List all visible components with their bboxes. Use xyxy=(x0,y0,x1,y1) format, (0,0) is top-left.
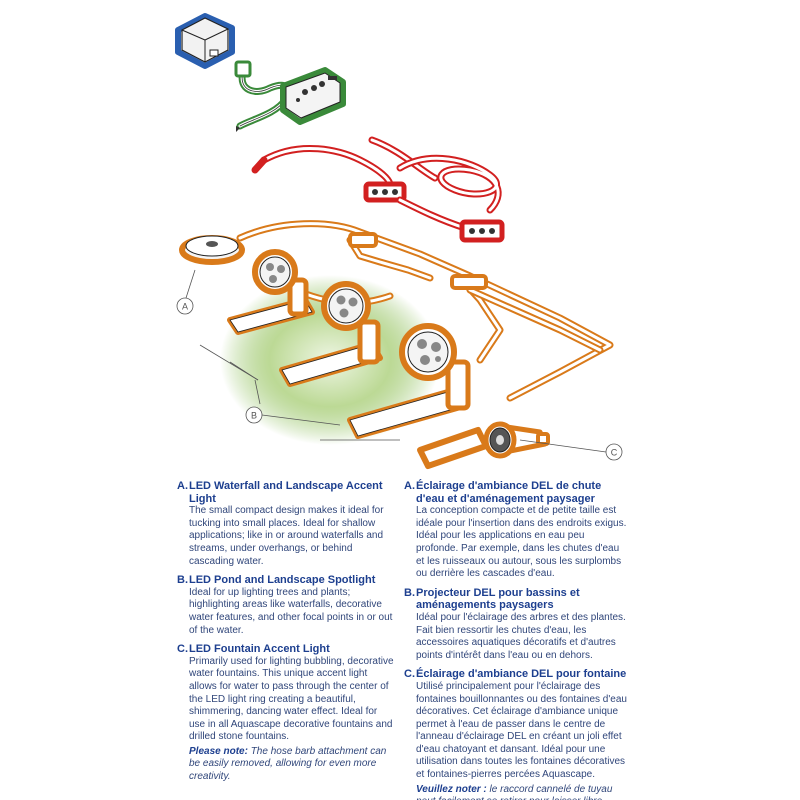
callout-c-label: C xyxy=(611,448,618,458)
en-heading-c: C. LED Fountain Accent Light xyxy=(177,643,395,656)
fr-body-b: Idéal pour l'éclairage des arbres et des… xyxy=(416,611,626,661)
fr-letter-a: A. xyxy=(404,480,415,492)
en-heading-b: B. LED Pond and Landscape Spotlight xyxy=(177,574,395,587)
cable-connectors xyxy=(348,232,488,290)
fr-title-b: Projecteur DEL pour bassins et aménageme… xyxy=(416,586,580,612)
fr-heading-a: A. Éclairage d'ambiance DEL de chute d'e… xyxy=(404,480,629,505)
callout-a: A xyxy=(176,269,196,315)
fr-body-a: La conception compacte et de petite tail… xyxy=(416,505,627,580)
fr-body-c: Utilisé principalement pour l'éclairage … xyxy=(416,680,627,781)
fr-section-c: C. Éclairage d'ambiance DEL pour fontain… xyxy=(404,668,629,800)
en-section-a: A. LED Waterfall and Landscape Accent Li… xyxy=(177,480,395,568)
fr-letter-b: B. xyxy=(404,586,415,599)
en-note-label: Please note: xyxy=(189,745,248,757)
fr-note: Veuillez noter : le raccord cannelé de t… xyxy=(416,784,629,800)
lighting-kit-diagram: A B C xyxy=(175,13,623,469)
callout-b-label: B xyxy=(251,411,257,421)
photocell-timer xyxy=(234,60,346,132)
en-note: Please note: The hose barb attachment ca… xyxy=(189,746,395,784)
en-letter-b: B. xyxy=(177,574,188,587)
fr-section-b: B. Projecteur DEL pour bassins et aménag… xyxy=(404,587,629,663)
en-section-b: B. LED Pond and Landscape Spotlight Idea… xyxy=(177,574,395,637)
fr-section-a: A. Éclairage d'ambiance DEL de chute d'e… xyxy=(404,480,629,581)
en-heading-a: A. LED Waterfall and Landscape Accent Li… xyxy=(177,480,395,505)
en-letter-c: C. xyxy=(177,643,188,656)
spotlight-1 xyxy=(227,249,315,335)
fountain-accent-light xyxy=(483,421,550,459)
en-title-c: LED Fountain Accent Light xyxy=(189,643,330,656)
en-letter-a: A. xyxy=(177,480,188,492)
fr-note-text: le raccord cannelé de tuyau peut facilem… xyxy=(416,783,613,800)
callout-a-label: A xyxy=(182,302,188,312)
fr-letter-c: C. xyxy=(404,668,415,681)
en-note-text: The hose barb attachment can be easily r… xyxy=(189,745,387,783)
en-body-a: The small compact design makes it ideal … xyxy=(189,505,384,567)
french-column: A. Éclairage d'ambiance DEL de chute d'e… xyxy=(404,480,629,800)
fr-heading-b: B. Projecteur DEL pour bassins et aménag… xyxy=(404,587,629,612)
spotlight-2 xyxy=(279,281,383,387)
fr-title-c: Éclairage d'ambiance DEL pour fontaine xyxy=(416,668,627,681)
callout-c: C xyxy=(519,439,623,461)
transformer xyxy=(175,13,235,69)
spotlight-3 xyxy=(347,323,489,469)
en-body-c: Primarily used for lighting bubbling, de… xyxy=(189,655,394,743)
fr-note-label: Veuillez noter : xyxy=(416,783,487,795)
callout-b: B xyxy=(199,344,400,441)
en-title-b: LED Pond and Landscape Spotlight xyxy=(189,574,376,587)
en-title-a: LED Waterfall and Landscape Accent Light xyxy=(189,480,383,505)
extension-cable xyxy=(251,136,505,243)
en-body-b: Ideal for up lighting trees and plants; … xyxy=(189,586,393,636)
fr-heading-c: C. Éclairage d'ambiance DEL pour fontain… xyxy=(404,668,629,681)
waterfall-accent-light xyxy=(179,235,245,265)
english-column: A. LED Waterfall and Landscape Accent Li… xyxy=(177,480,395,790)
en-section-c: C. LED Fountain Accent Light Primarily u… xyxy=(177,643,395,784)
fr-title-a: Éclairage d'ambiance DEL de chute d'eau … xyxy=(416,480,602,505)
